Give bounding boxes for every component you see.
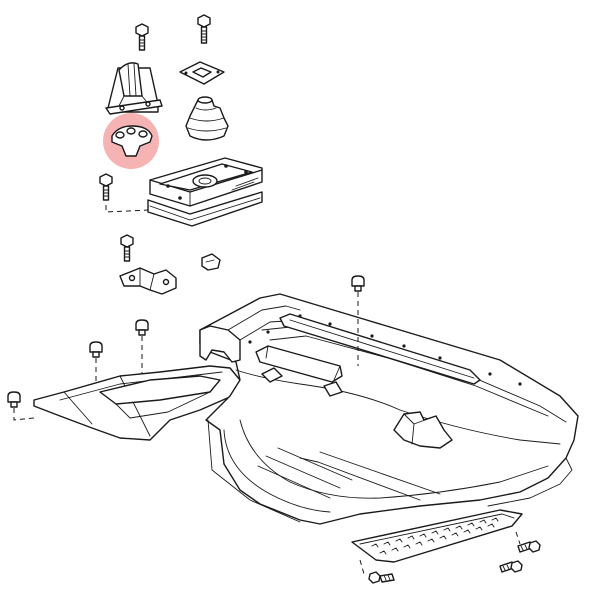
shift-lever-retainer-highlight[interactable] — [103, 113, 159, 169]
bolt-lower-left[interactable] — [120, 234, 134, 262]
bolt-mid-left[interactable] — [99, 173, 113, 201]
leader-line-6 — [515, 531, 521, 545]
floor-carpet-assembly[interactable] — [33, 293, 579, 525]
step-plate-tread-pattern — [371, 517, 499, 555]
bolt-top-right[interactable] — [197, 14, 211, 44]
leader-line-1 — [105, 205, 151, 213]
bolt-top-left[interactable] — [135, 23, 149, 51]
leader-line-4 — [13, 408, 35, 421]
mounting-bracket[interactable] — [119, 267, 177, 295]
screw-step-left[interactable] — [368, 571, 395, 584]
push-pin-3[interactable] — [7, 391, 21, 408]
shift-lever-boot-with-bracket[interactable] — [105, 62, 163, 115]
gasket-plate[interactable] — [179, 61, 225, 85]
shift-lever-housing-assembly[interactable] — [147, 157, 263, 227]
push-pin-1[interactable] — [135, 319, 149, 336]
rubber-dust-boot[interactable] — [185, 96, 229, 141]
leader-line-7 — [359, 559, 365, 575]
clip-nut[interactable] — [201, 253, 221, 271]
screw-step-right-lower[interactable] — [499, 560, 523, 573]
screw-step-right-upper[interactable] — [517, 540, 541, 553]
step-plate[interactable] — [351, 509, 523, 563]
push-pin-2[interactable] — [89, 341, 103, 358]
bolt-floor-center[interactable] — [351, 275, 365, 292]
